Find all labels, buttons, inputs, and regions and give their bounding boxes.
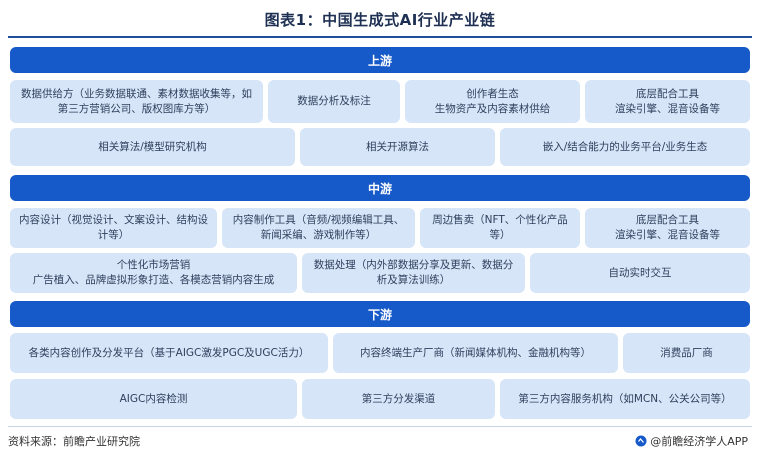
brand-credit-text: @前瞻经济学人APP <box>650 435 748 448</box>
chart-title: 图表1：中国生成式AI行业产业链 <box>264 11 496 29</box>
downstream-terminal-producers: 内容终端生产厂商（新闻媒体机构、金融机构等） <box>333 333 618 373</box>
source-note: 资料来源：前瞻产业研究院 <box>8 435 140 448</box>
upstream-creator-ecosystem: 创作者生态 生物资产及内容素材供给 <box>405 80 580 123</box>
title-divider <box>8 36 752 38</box>
downstream-distribution-platforms: 各类内容创作及分发平台（基于AIGC激发PGC及UGC活力） <box>10 333 328 373</box>
upstream-algorithm-institutions: 相关算法/模型研究机构 <box>10 128 295 166</box>
upstream-data-supplier: 数据供给方（业务数据联通、素材数据收集等，如第三方营销公司、版权图库方等） <box>10 80 263 123</box>
downstream-third-party-channels: 第三方分发渠道 <box>302 379 495 419</box>
upstream-data-annotation: 数据分析及标注 <box>268 80 400 123</box>
upstream-open-source: 相关开源算法 <box>300 128 495 166</box>
upstream-base-tools: 底层配合工具 渲染引擎、混音设备等 <box>585 80 750 123</box>
brand-logo-icon <box>635 435 647 447</box>
footer-divider <box>8 426 752 427</box>
downstream-header: 下游 <box>10 301 750 327</box>
midstream-header: 中游 <box>10 175 750 201</box>
downstream-content-service-agencies: 第三方内容服务机构（如MCN、公关公司等） <box>500 379 750 419</box>
downstream-content-detection: AIGC内容检测 <box>10 379 297 419</box>
midstream-base-tools: 底层配合工具 渲染引擎、混音设备等 <box>585 208 750 248</box>
midstream-content-design: 内容设计（视觉设计、文案设计、结构设计等） <box>10 208 217 248</box>
brand-credit: @前瞻经济学人APP <box>635 433 748 449</box>
downstream-consumer-goods: 消费品厂商 <box>623 333 750 373</box>
midstream-merch-sales: 周边售卖（NFT、个性化产品等） <box>420 208 580 248</box>
midstream-data-processing: 数据处理（内外部数据分享及更新、数据分析及算法训练） <box>302 253 525 293</box>
upstream-business-platform: 嵌入/结合能力的业务平台/业务生态 <box>500 128 750 166</box>
midstream-production-tools: 内容制作工具（音频/视频编辑工具、新闻采编、游戏制作等） <box>222 208 415 248</box>
midstream-personalized-marketing: 个性化市场营销 广告植入、品牌虚拟形象打造、各模态营销内容生成 <box>10 253 297 293</box>
midstream-realtime-interaction: 自动实时交互 <box>530 253 750 293</box>
upstream-header: 上游 <box>10 47 750 73</box>
